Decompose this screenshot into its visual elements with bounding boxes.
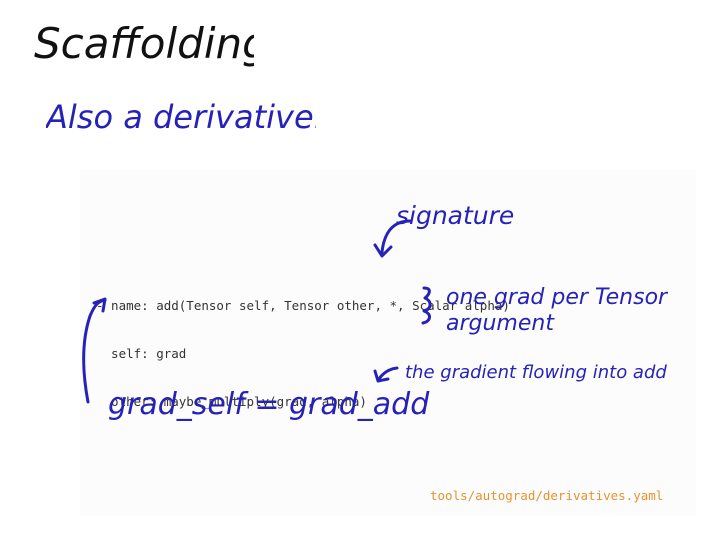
slide-subtitle-handwriting: Also a derivative: (44, 98, 324, 136)
derivative-code-block: - name: add(Tensor self, Tensor other, *… (96, 266, 510, 442)
code-line-3: other: maybe_multiply(grad, alpha) (96, 394, 367, 409)
slide-subtitle: Also a derivative: (44, 88, 324, 148)
slide-subtitle-text: Also a derivative: (46, 98, 316, 136)
slide-title: Scaffolding (34, 10, 269, 88)
slide-title-text: Scaffolding (34, 19, 254, 68)
code-line-2: self: grad (96, 346, 187, 361)
slide-title-handwriting: Scaffolding (34, 19, 269, 68)
derivatives-yaml-path: tools/autograd/derivatives.yaml (430, 488, 664, 503)
code-line-1: - name: add(Tensor self, Tensor other, *… (96, 298, 510, 313)
